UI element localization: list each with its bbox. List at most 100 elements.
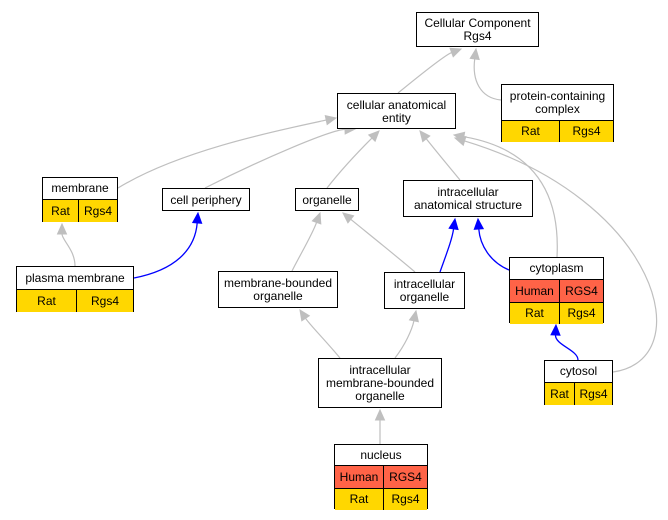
node-label: intracellular organelle bbox=[393, 277, 456, 304]
edge-line bbox=[464, 140, 658, 373]
edge-arrowhead bbox=[473, 217, 485, 230]
edge-line bbox=[439, 228, 455, 273]
edge-organelle-to-cellular-anatomical-entity bbox=[326, 130, 380, 189]
edge-arrowhead bbox=[311, 211, 322, 225]
gene-cell: RGS4 bbox=[383, 466, 427, 488]
edge-plasma-membrane-to-cell-periphery bbox=[133, 211, 203, 279]
node-label: intracellular anatomical structure bbox=[413, 185, 523, 212]
edge-line bbox=[463, 136, 558, 258]
gene-cell: Rgs4 bbox=[559, 121, 613, 142]
node-label: protein-containing complex bbox=[509, 88, 606, 116]
edge-cell-periphery-to-cellular-anatomical-entity bbox=[204, 124, 357, 189]
node-label: membrane bbox=[51, 181, 109, 195]
gene-cell: Rgs4 bbox=[559, 303, 603, 324]
edge-arrowhead bbox=[453, 135, 467, 147]
edge-plasma-membrane-to-membrane bbox=[56, 222, 76, 267]
edge-line bbox=[204, 128, 346, 189]
edge-line bbox=[394, 320, 415, 359]
edge-arrowhead bbox=[550, 323, 561, 336]
edge-cellular-anatomical-entity-to-root bbox=[397, 47, 463, 94]
gene-cell: Rgs4 bbox=[78, 200, 117, 222]
species-cell: Rat bbox=[510, 303, 559, 324]
edge-line bbox=[554, 334, 579, 361]
node-root[interactable]: Cellular Component Rgs4 bbox=[416, 12, 539, 47]
species-cell: Rat bbox=[545, 383, 574, 405]
node-label: plasma membrane bbox=[25, 270, 125, 285]
edge-line bbox=[117, 119, 327, 189]
node-organelle[interactable]: organelle bbox=[295, 188, 359, 211]
edge-nucleus-to-intracellular-membrane-bounded-organelle bbox=[374, 408, 386, 445]
node-cellular-anatomical-entity[interactable]: cellular anatomical entity bbox=[337, 93, 456, 129]
node-label: Cellular Component Rgs4 bbox=[424, 16, 531, 43]
edge-arrowhead bbox=[419, 130, 431, 143]
edge-cytoplasm-to-intracellular-anatomical-structure bbox=[473, 217, 510, 271]
node-membrane-bounded-organelle[interactable]: membrane-bounded organelle bbox=[218, 271, 338, 308]
edge-arrowhead bbox=[367, 130, 380, 143]
gene-cell: Rgs4 bbox=[76, 290, 133, 312]
node-label: organelle bbox=[302, 192, 352, 207]
edge-arrowhead bbox=[449, 47, 463, 58]
edge-arrowhead bbox=[299, 308, 311, 322]
species-cell: Rat bbox=[502, 121, 559, 142]
node-intracellular-organelle[interactable]: intracellular organelle bbox=[384, 272, 465, 309]
node-label: membrane-bounded organelle bbox=[223, 276, 333, 303]
gene-cell: Rgs4 bbox=[383, 489, 427, 510]
gene-cell: Rgs4 bbox=[574, 383, 612, 405]
edge-line bbox=[61, 233, 76, 267]
edge-arrowhead bbox=[448, 217, 459, 231]
species-cell: Human bbox=[335, 466, 383, 488]
node-cell-periphery[interactable]: cell periphery bbox=[162, 188, 250, 211]
edge-arrowhead bbox=[342, 212, 355, 224]
edge-arrowhead bbox=[408, 309, 419, 323]
edge-protein-containing-complex-to-root bbox=[469, 47, 502, 101]
edge-line bbox=[133, 222, 198, 279]
edge-cytosol-to-cellular-anatomical-entity bbox=[453, 135, 658, 373]
edge-line bbox=[425, 138, 461, 181]
edge-intracellular-membrane-bounded-organelle-to-intracellular-organelle bbox=[394, 309, 419, 359]
edge-arrowhead bbox=[469, 47, 480, 61]
edge-line bbox=[326, 137, 373, 189]
species-cell: Rat bbox=[43, 200, 78, 222]
node-label: nucleus bbox=[360, 447, 402, 462]
node-label: cytoplasm bbox=[529, 261, 584, 275]
edge-membrane-to-cellular-anatomical-entity bbox=[117, 115, 338, 189]
node-label: cytosol bbox=[559, 364, 598, 378]
edge-arrowhead bbox=[56, 222, 68, 235]
node-intracellular-anatomical-structure[interactable]: intracellular anatomical structure bbox=[403, 180, 533, 217]
edge-line bbox=[305, 317, 341, 359]
edge-line bbox=[397, 51, 452, 94]
edge-intracellular-anatomical-structure-to-cellular-anatomical-entity bbox=[419, 130, 461, 181]
edge-intracellular-organelle-to-intracellular-anatomical-structure bbox=[439, 217, 459, 273]
species-cell: Rat bbox=[335, 489, 383, 510]
edge-arrowhead bbox=[374, 408, 386, 421]
edge-line bbox=[473, 58, 502, 101]
edge-intracellular-organelle-to-organelle bbox=[342, 212, 416, 273]
species-cell: Rat bbox=[17, 290, 76, 312]
node-intracellular-membrane-bounded-organelle[interactable]: intracellular membrane-bounded organelle bbox=[318, 358, 442, 408]
gene-cell: RGS4 bbox=[559, 280, 603, 302]
edge-arrowhead bbox=[191, 211, 203, 224]
edge-arrowhead bbox=[324, 115, 338, 126]
edge-line bbox=[478, 228, 510, 271]
edge-intracellular-membrane-bounded-organelle-to-membrane-bounded-organelle bbox=[299, 308, 341, 359]
node-label: intracellular membrane-bounded organelle bbox=[325, 363, 435, 403]
edge-membrane-bounded-organelle-to-organelle bbox=[291, 211, 322, 272]
node-label: cellular anatomical entity bbox=[346, 97, 447, 125]
species-cell: Human bbox=[510, 280, 559, 302]
edge-line bbox=[350, 218, 416, 273]
